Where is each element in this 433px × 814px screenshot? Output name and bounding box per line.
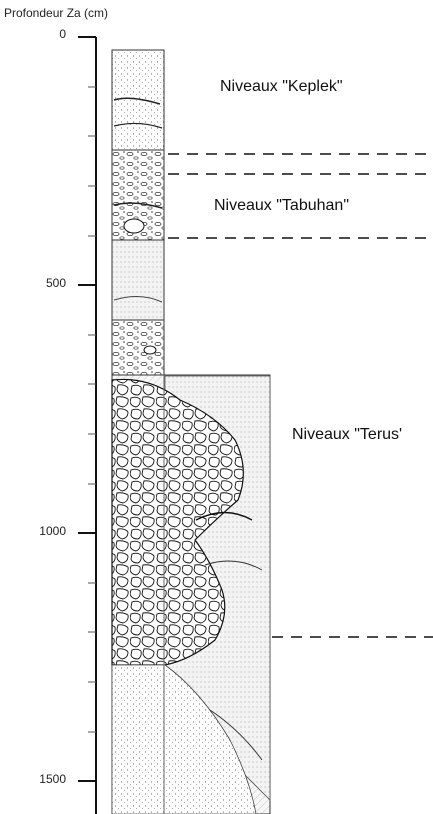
depth-tick-label-0: 0	[59, 27, 66, 41]
level-label-tabuhan: Niveaux "Tabuhan"	[214, 197, 349, 214]
depth-tick-label-500: 500	[45, 276, 66, 290]
depth-axis-title: Profondeur Za (cm)	[4, 6, 109, 20]
depth-tick-label-1500: 1500	[39, 772, 66, 786]
level-label-terus: Niveaux "Terus'	[292, 426, 403, 443]
depth-tick-label-1000: 1000	[39, 524, 66, 538]
level-label-keplek: Niveaux "Keplek"	[220, 78, 343, 95]
depth-axis-major-ticks	[78, 36, 96, 782]
level-boundaries	[168, 153, 433, 638]
lower-column	[111, 374, 271, 814]
upper-column	[111, 49, 165, 376]
depth-axis-minor-ticks	[88, 86, 96, 733]
